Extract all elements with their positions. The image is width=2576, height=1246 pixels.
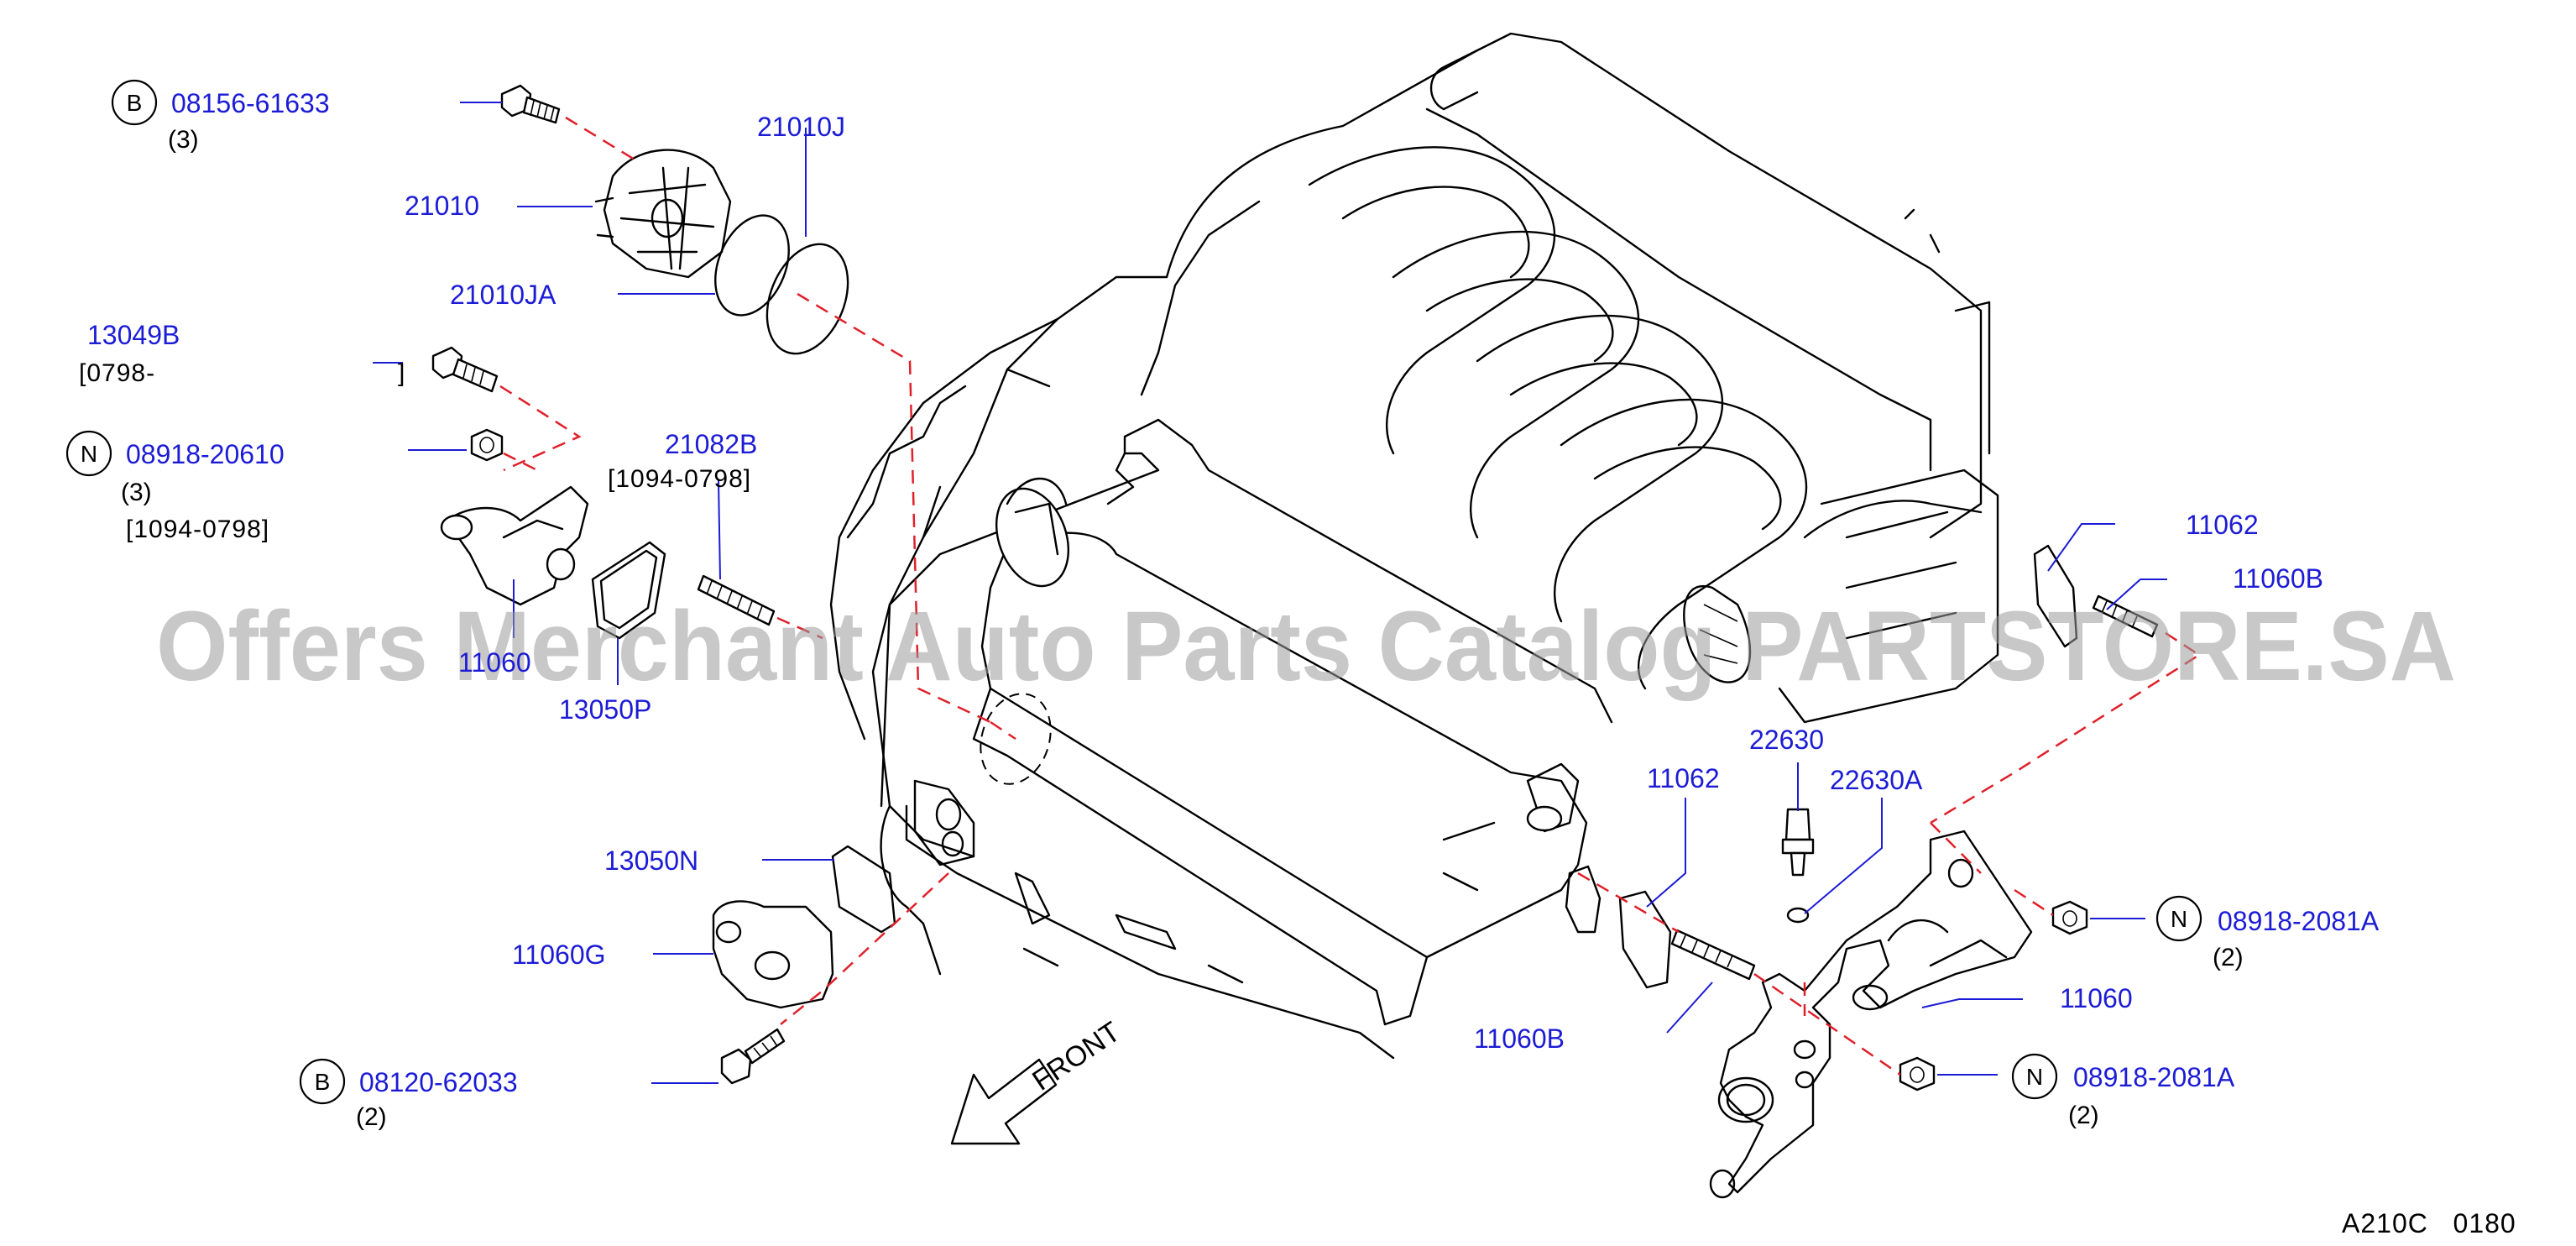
- washer-22630a-drawing: [1786, 907, 1810, 924]
- water-pump-drawing: [594, 149, 732, 279]
- part-number-gasket-21010j: 21010J: [757, 112, 845, 142]
- date-range-end: ]: [398, 359, 405, 387]
- water-inlet-11060g-drawing: [712, 900, 834, 1009]
- callout-bolt-08120-62033: B 08120-62033 (2): [299, 1058, 518, 1131]
- part-number: 21082B: [665, 429, 757, 459]
- gasket-21010j-drawing: [765, 243, 849, 355]
- callout-nut-08918-2081a-bottom: N 08918-2081A (2): [2011, 1053, 2235, 1129]
- date-range-start: [0798-: [79, 359, 155, 387]
- temperature-sensor-drawing: [1781, 808, 1815, 877]
- quantity: (2): [2068, 1102, 2099, 1129]
- diagram-code: A210C 0180: [2342, 1208, 2516, 1238]
- part-number: 08120-62033: [359, 1067, 518, 1097]
- callout-bolt-13049b: 13049B [0798- ]: [79, 320, 405, 387]
- gasket-21010ja-drawing: [714, 214, 790, 317]
- water-outlet-11060-drawing: [1709, 830, 2033, 1199]
- bolt-08156-61633-drawing: [500, 84, 561, 124]
- thermostat-housing-drawing: [440, 485, 589, 606]
- nut-08918-20610-drawing: [470, 428, 504, 462]
- stud-11060b-mid-drawing: [1670, 929, 1756, 981]
- part-number-water-outlet-11060: 11060: [2060, 983, 2133, 1013]
- front-arrow-icon: [950, 1058, 1058, 1145]
- bolt-prefix-letter: B: [127, 90, 143, 116]
- callout-nut-08918-2081a-top: N 08918-2081A (2): [2155, 895, 2380, 971]
- callout-bolt-08156-61633: B 08156-61633 (3): [111, 79, 330, 154]
- watermark-text: Offers Merchant Auto Parts Catalog PARTS…: [156, 591, 2456, 702]
- callout-nut-08918-20610: N 08918-20610 (3) [1094-0798]: [65, 430, 285, 543]
- quantity: (2): [356, 1103, 387, 1131]
- part-number-gasket-13050p: 13050P: [559, 694, 651, 725]
- part-number: 13049B: [87, 320, 180, 350]
- front-label: FRONT: [1027, 1016, 1126, 1097]
- part-number-stud-11060b-mid: 11060B: [1474, 1024, 1565, 1054]
- assembly-dash-lines: [499, 116, 2202, 1076]
- engine-illustration: [829, 32, 1999, 1060]
- part-number-water-inlet-11060g: 11060G: [512, 940, 606, 970]
- bolt-08120-62033-drawing: [720, 1028, 786, 1085]
- leader-lines: [373, 102, 2167, 1084]
- part-number: 08918-2081A: [2218, 906, 2380, 936]
- part-number-washer-22630a: 22630A: [1830, 765, 1923, 795]
- part-number-sensor-22630: 22630: [1749, 725, 1824, 755]
- nut-08918-2081a-top-drawing: [2051, 900, 2088, 935]
- part-number-gasket-13050n: 13050N: [604, 846, 698, 876]
- gasket-13050p-drawing: [591, 541, 666, 640]
- gasket-11062-mid-b-drawing: [1618, 890, 1672, 989]
- part-number-stud-11060b-top: 11060B: [2233, 563, 2323, 594]
- nut-prefix-letter: N: [2026, 1064, 2043, 1090]
- gasket-13050n-drawing: [831, 845, 896, 934]
- stud-21082b-drawing: [697, 574, 776, 626]
- part-number-gasket-11062-mid: 11062: [1647, 763, 1720, 793]
- date-range: [1094-0798]: [126, 516, 269, 543]
- part-number: 08918-2081A: [2073, 1062, 2235, 1092]
- gasket-11062-mid-drawing: [1565, 865, 1602, 934]
- bolt-prefix-letter: B: [315, 1069, 331, 1095]
- front-direction-indicator: FRONT: [950, 1016, 1126, 1145]
- callout-stud-21082b: 21082B [1094-0798]: [608, 429, 757, 493]
- quantity: (3): [168, 126, 199, 154]
- quantity: (3): [121, 479, 152, 506]
- part-number: 08918-20610: [126, 439, 285, 469]
- part-number: 08156-61633: [171, 88, 330, 118]
- date-range: [1094-0798]: [608, 465, 751, 493]
- part-number-water-pump: 21010: [405, 191, 479, 221]
- nut-prefix-letter: N: [2171, 906, 2187, 932]
- part-number-gasket-21010ja: 21010JA: [450, 280, 556, 310]
- part-number-thermostat-housing: 11060: [458, 647, 531, 678]
- quantity: (2): [2213, 944, 2244, 971]
- nut-08918-2081a-bottom-drawing: [1899, 1056, 1936, 1092]
- nut-prefix-letter: N: [81, 441, 97, 467]
- gasket-11062-top-drawing: [2033, 544, 2078, 648]
- part-number-gasket-11062-top: 11062: [2186, 510, 2259, 540]
- bolt-13049b-drawing: [431, 346, 499, 393]
